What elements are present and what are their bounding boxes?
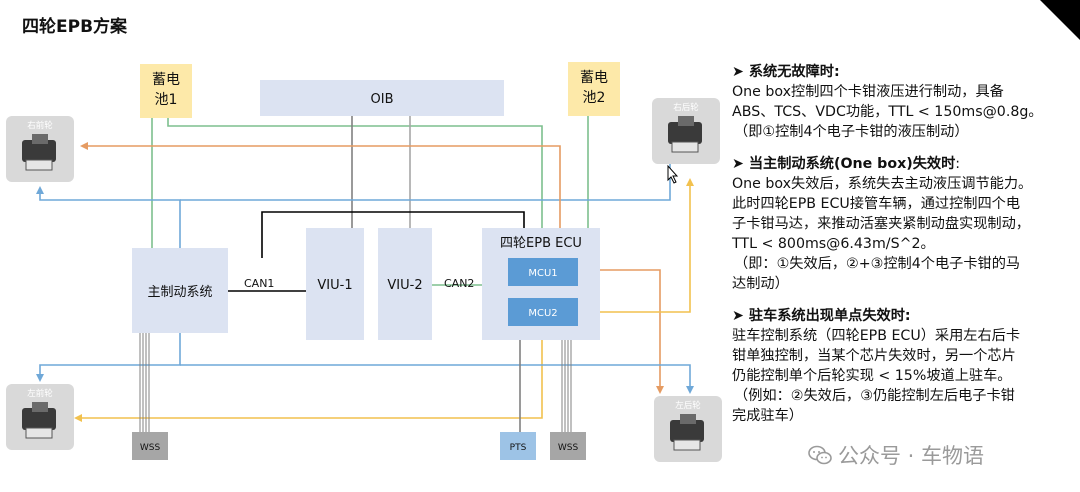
line-blue-bottom-right bbox=[180, 364, 694, 394]
section-parking-fail-line: 仍能控制单个后轮实现 < 15%坡道上驻车。 bbox=[732, 368, 1012, 384]
line-yellow-mcu2-left bbox=[74, 328, 543, 422]
wheel-rear-left: 左后轮 bbox=[654, 396, 722, 462]
section-main-fail-line: TTL < 800ms@6.43m/S^2。 bbox=[732, 236, 935, 252]
main-brake-label: 主制动系统 bbox=[147, 285, 212, 300]
mouse-cursor-icon bbox=[667, 164, 679, 184]
epb-ecu-box: 四轮EPB ECU MCU1 MCU2 bbox=[482, 228, 600, 340]
wss-left-box: WSS bbox=[132, 432, 168, 460]
battery-2: 蓄电 池2 bbox=[568, 62, 620, 116]
section-normal-line: ABS、TCS、VDC功能，TTL < 150ms@0.8g。 bbox=[732, 104, 1043, 120]
section-normal-line: （即①控制4个电子卡钳的液压制动） bbox=[734, 124, 969, 140]
watermark-text: 公众号 · 车物语 bbox=[838, 444, 985, 468]
section-main-fail-line: One box失效后，系统失去主动液压调节能力。 bbox=[732, 176, 1033, 192]
line-blue-top-right bbox=[180, 150, 674, 201]
wheel-rear-right: 右后轮 bbox=[652, 98, 720, 164]
wheel-front-left-label: 左前轮 bbox=[27, 388, 53, 399]
section-parking-fail-line: 钳单独控制，当某个芯片失效时，另一个芯片 bbox=[732, 348, 1016, 364]
epb-architecture-diagram: 蓄电 池1 蓄电 池2 OIB 主制动系统 CAN1 VIU-1 VIU-2 C… bbox=[6, 62, 722, 462]
wss-right-label: WSS bbox=[558, 443, 579, 453]
section-main-fail-line: 子卡钳马达，来推动活塞夹紧制动盘实现制动， bbox=[732, 216, 1030, 232]
line-blue-top-left bbox=[36, 186, 181, 248]
mcu1-box bbox=[508, 258, 578, 286]
oib-box: OIB bbox=[260, 80, 504, 116]
section-main-fail-line: 此时四轮EPB ECU接管车辆，通过控制四个电 bbox=[732, 196, 1021, 212]
connection-lines bbox=[36, 114, 694, 432]
mcu2-box bbox=[508, 298, 578, 326]
section-normal-heading: ➤ 系统无故障时: bbox=[732, 64, 840, 80]
main-brake-box: 主制动系统 bbox=[132, 248, 228, 333]
battery-1: 蓄电 池1 bbox=[140, 64, 192, 118]
caliper-icon bbox=[22, 402, 56, 439]
viu1-label: VIU-1 bbox=[317, 278, 352, 293]
line-orange-mcu1-front bbox=[80, 142, 561, 240]
caliper-icon bbox=[670, 414, 704, 451]
oib-label: OIB bbox=[371, 92, 394, 107]
section-parking-fail-line: 驻车控制系统（四轮EPB ECU）采用左右后卡 bbox=[732, 328, 1021, 344]
section-normal: ➤ 系统无故障时: One box控制四个卡钳液压进行制动，具备 ABS、TCS… bbox=[732, 62, 1077, 142]
section-main-fail: ➤ 当主制动系统(One box)失效时: One box失效后，系统失去主动液… bbox=[732, 154, 1077, 294]
wheel-rear-right-label: 右后轮 bbox=[673, 102, 699, 113]
can1-label: CAN1 bbox=[244, 277, 274, 290]
wechat-icon bbox=[808, 445, 832, 465]
line-black-loop bbox=[261, 211, 525, 258]
section-parking-fail-heading: ➤ 驻车系统出现单点失效时: bbox=[732, 308, 911, 324]
section-parking-fail: ➤ 驻车系统出现单点失效时: 驻车控制系统（四轮EPB ECU）采用左右后卡 钳… bbox=[732, 306, 1077, 426]
viu2-box: VIU-2 bbox=[378, 228, 432, 340]
section-main-fail-heading: ➤ 当主制动系统(One box)失效时: bbox=[732, 156, 961, 172]
wss-right-box: WSS bbox=[550, 432, 586, 460]
mcu2-label: MCU2 bbox=[528, 308, 557, 319]
battery-1-label-line2: 池1 bbox=[155, 92, 178, 108]
line-yellow-mcu2-right bbox=[578, 178, 694, 313]
description-panel: ➤ 系统无故障时: One box控制四个卡钳液压进行制动，具备 ABS、TCS… bbox=[732, 62, 1077, 438]
wheel-rear-left-label: 左后轮 bbox=[675, 400, 701, 411]
pts-label: PTS bbox=[510, 443, 527, 453]
wheel-front-right: 右前轮 bbox=[6, 116, 74, 182]
corner-decoration bbox=[1040, 0, 1080, 40]
can2-label: CAN2 bbox=[444, 277, 474, 290]
caliper-icon bbox=[22, 134, 56, 171]
section-normal-line: One box控制四个卡钳液压进行制动，具备 bbox=[732, 84, 1004, 100]
battery-2-label-line1: 蓄电 bbox=[580, 70, 608, 86]
line-blue-bottom-left bbox=[36, 333, 181, 382]
section-main-fail-line: （即：①失效后，②+③控制4个电子卡钳的马 bbox=[734, 256, 1021, 272]
viu1-box: VIU-1 bbox=[306, 228, 364, 340]
battery-2-label-line2: 池2 bbox=[583, 90, 606, 106]
section-main-fail-line: 达制动） bbox=[732, 276, 789, 292]
wheel-front-right-label: 右前轮 bbox=[27, 120, 53, 131]
caliper-icon bbox=[668, 116, 702, 153]
page-title: 四轮EPB方案 bbox=[22, 17, 128, 37]
line-battery1-ecu bbox=[167, 114, 543, 240]
mcu1-label: MCU1 bbox=[528, 268, 557, 279]
pts-box: PTS bbox=[500, 432, 536, 460]
watermark: 公众号 · 车物语 bbox=[808, 440, 984, 470]
section-parking-fail-line: （例如：②失效后，③仍能控制左后电子卡钳 bbox=[734, 388, 1015, 404]
wss-left-label: WSS bbox=[140, 443, 161, 453]
battery-1-label-line1: 蓄电 bbox=[152, 72, 180, 88]
line-orange-mcu1-rear bbox=[578, 269, 664, 394]
viu2-label: VIU-2 bbox=[387, 278, 422, 293]
section-parking-fail-line: 完成驻车） bbox=[732, 408, 803, 424]
wheel-front-left: 左前轮 bbox=[6, 384, 74, 450]
epb-ecu-label: 四轮EPB ECU bbox=[500, 236, 582, 251]
